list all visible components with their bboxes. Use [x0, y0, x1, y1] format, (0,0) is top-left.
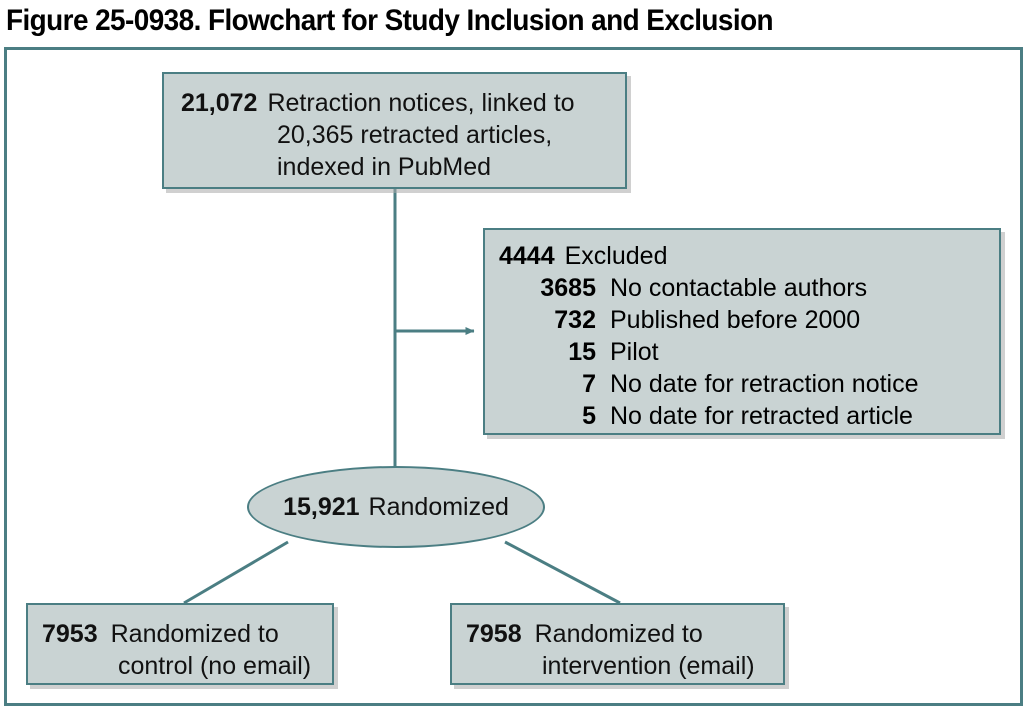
exclusion-reason-text: No date for retraction notice	[610, 370, 919, 398]
node-intervention-box: 7958 Randomized to intervention (email)	[450, 603, 785, 685]
intervention-text-block: 7958 Randomized to intervention (email)	[466, 618, 755, 682]
control-line-1: 7953 Randomized to	[42, 618, 311, 650]
control-count: 7953	[42, 620, 98, 648]
exclusion-reason-row: 3685 No contactable authors	[499, 272, 969, 304]
exclusion-reason-text: Published before 2000	[610, 306, 861, 334]
control-label-1: Randomized to	[110, 620, 279, 648]
exclusion-reason-row: 732 Published before 2000	[499, 304, 969, 336]
enrollment-line-3: indexed in PubMed	[277, 153, 492, 181]
enrollment-text-block: 21,072 Retraction notices, linked to 20,3…	[181, 87, 575, 183]
excluded-label: Excluded	[564, 242, 668, 270]
node-enrollment-box: 21,072 Retraction notices, linked to 20,3…	[162, 72, 627, 189]
exclusion-reason-row: 7 No date for retraction notice	[499, 368, 969, 400]
intervention-label-1: Randomized to	[534, 620, 703, 648]
control-text-block: 7953 Randomized to control (no email)	[42, 618, 311, 682]
exclusion-reason-text: No date for retracted article	[610, 402, 913, 430]
exclusion-reason-row: 15 Pilot	[499, 336, 969, 368]
excluded-heading: 4444 Excluded	[499, 240, 667, 272]
enrollment-line-1: 21,072 Retraction notices, linked to	[181, 87, 575, 119]
intervention-count: 7958	[466, 620, 522, 648]
exclusion-reason-count: 7	[582, 370, 596, 398]
exclusion-reason-text: Pilot	[610, 338, 659, 366]
exclusion-reason-count: 732	[554, 306, 596, 334]
exclusion-reason-text: No contactable authors	[610, 274, 868, 302]
exclusion-reason-list: 3685 No contactable authors 732 Publishe…	[499, 272, 969, 432]
exclusion-reason-count: 15	[568, 338, 596, 366]
figure-title: Figure 25-0938. Flowchart for Study Incl…	[6, 4, 774, 37]
exclusion-reason-row: 5 No date for retracted article	[499, 400, 969, 432]
randomized-count: 15,921	[283, 493, 360, 521]
enrollment-count: 21,072	[181, 89, 258, 117]
intervention-line-2: intervention (email)	[542, 652, 755, 680]
randomized-label: Randomized	[368, 493, 509, 521]
randomized-text: 15,921 Randomized	[283, 492, 509, 522]
enrollment-label-1: Retraction notices, linked to	[267, 89, 575, 117]
exclusion-reason-count: 5	[582, 402, 596, 430]
intervention-line-1: 7958 Randomized to	[466, 618, 755, 650]
control-line-2: control (no email)	[118, 652, 312, 680]
enrollment-line-2: 20,365 retracted articles,	[277, 121, 553, 149]
excluded-count: 4444	[499, 242, 555, 270]
exclusion-reason-count: 3685	[540, 274, 596, 302]
node-randomized-ellipse: 15,921 Randomized	[247, 466, 545, 548]
node-control-box: 7953 Randomized to control (no email)	[26, 603, 334, 685]
node-excluded-box: 4444 Excluded 3685 No contactable authors…	[483, 228, 1001, 435]
